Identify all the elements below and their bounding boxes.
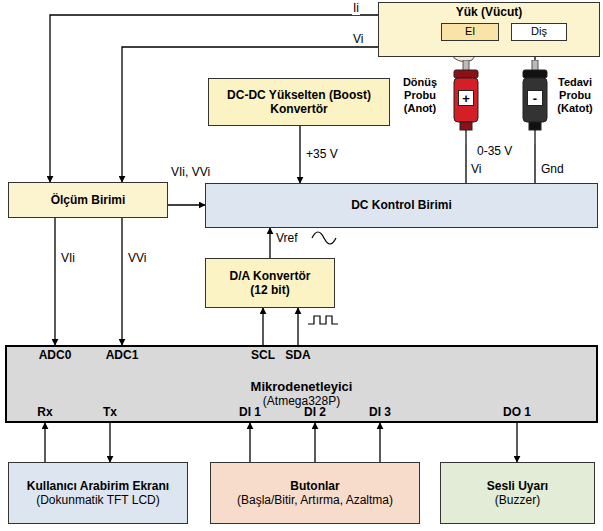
connector — [44, 423, 45, 462]
box-title: Ölçüm Birimi — [51, 193, 126, 207]
connector — [299, 126, 300, 183]
box-title: Diş — [531, 25, 547, 38]
signal-label: +35 V — [305, 148, 339, 161]
probe-name: Dönüş Probu (Anot) — [388, 76, 452, 116]
measurement-box: Ölçüm Birimi — [8, 182, 168, 218]
load-box: Yük (Vücut) El Diş — [378, 2, 600, 57]
boost-converter-box: DC-DC Yükselten (Boost) Konvertör — [208, 78, 390, 126]
connector — [516, 423, 517, 462]
signal-label: Vi — [470, 163, 482, 176]
treatment-probe: Tedavi Probu (Katot)- — [515, 60, 601, 144]
buttons-box: Butonlar(Başla/Bitir, Artırma, Azaltma) — [210, 462, 420, 524]
dc-control-box: DC Kontrol Birimi — [205, 183, 598, 228]
probe-boot — [460, 122, 472, 130]
box-title: DC Kontrol Birimi — [351, 198, 452, 212]
box-title: D/A Konvertör — [230, 269, 311, 283]
connector — [54, 218, 55, 345]
probe-band — [523, 70, 547, 78]
voltage-range-label: 0-35 V — [476, 145, 513, 158]
box-subtitle: (Dokunmatik TFT LCD) — [36, 493, 160, 507]
signal-label: VVi — [127, 252, 147, 265]
pin-name: ADC0 — [39, 349, 72, 362]
signal-label: Vi — [352, 33, 364, 46]
tooth-box: Diş — [511, 23, 567, 41]
sine-symbol — [312, 232, 336, 244]
box-title: El — [465, 25, 475, 38]
buzzer-box: Sesli Uyarı(Buzzer) — [440, 462, 595, 524]
connector — [314, 423, 315, 462]
connector — [297, 308, 298, 345]
probe-handle — [454, 78, 478, 122]
pin-name: DI 3 — [369, 406, 391, 419]
square-wave-symbol — [308, 316, 338, 324]
pin-name: DO 1 — [503, 406, 531, 419]
box-subtitle: (Atmega328P) — [263, 394, 340, 408]
box-title: Sesli Uyarı — [487, 479, 548, 493]
probe-name: Tedavi Probu (Katot) — [549, 76, 601, 116]
signal-label: Ii — [352, 2, 360, 15]
pin-name: ADC1 — [106, 349, 139, 362]
connector — [249, 423, 250, 462]
signal-label: VIi, VVi — [170, 166, 211, 179]
probe-band — [454, 70, 478, 78]
pin-name: DI 1 — [239, 406, 261, 419]
box-subtitle: (Başla/Bitir, Artırma, Azaltma) — [237, 493, 393, 507]
connector — [465, 144, 466, 183]
box-title: DC-DC Yükselten (Boost) Konvertör — [215, 88, 383, 117]
dac-box: D/A Konvertör(12 bit) — [205, 258, 335, 308]
box-subtitle: (12 bit) — [250, 283, 289, 297]
connector — [121, 218, 122, 345]
hand-box: El — [441, 23, 499, 41]
box-title: Mikrodenetleyici — [251, 379, 353, 395]
polarity-sign: + — [458, 90, 474, 106]
pin-name: DI 2 — [304, 406, 326, 419]
box-title: Butonlar — [290, 479, 339, 493]
connector — [534, 144, 535, 183]
box-subtitle: (Buzzer) — [495, 493, 540, 507]
connector — [269, 228, 270, 258]
return-probe: Dönüş Probu (Anot) + — [388, 60, 484, 144]
signal-label: Vref — [275, 232, 299, 245]
pin-name: Tx — [103, 406, 117, 419]
signal-label: Gnd — [540, 163, 565, 176]
box-title: Kullanıcı Arabirim Ekranı — [27, 479, 169, 493]
probe-boot — [529, 122, 541, 130]
signal-label: VIi — [60, 252, 76, 265]
connector — [262, 308, 263, 345]
box-title: Yük (Vücut) — [456, 5, 523, 19]
pin-name: SDA — [285, 349, 310, 362]
pin-name: Rx — [37, 406, 52, 419]
polarity-sign: - — [527, 90, 543, 106]
probe-handle — [523, 78, 547, 122]
connector — [109, 423, 110, 462]
pin-name: SCL — [251, 349, 275, 362]
probe-lead — [465, 130, 466, 144]
probe-lead — [534, 130, 535, 144]
connector — [379, 423, 380, 462]
connector — [168, 204, 205, 205]
lcd-box: Kullanıcı Arabirim Ekranı(Dokunmatik TFT… — [8, 462, 188, 524]
